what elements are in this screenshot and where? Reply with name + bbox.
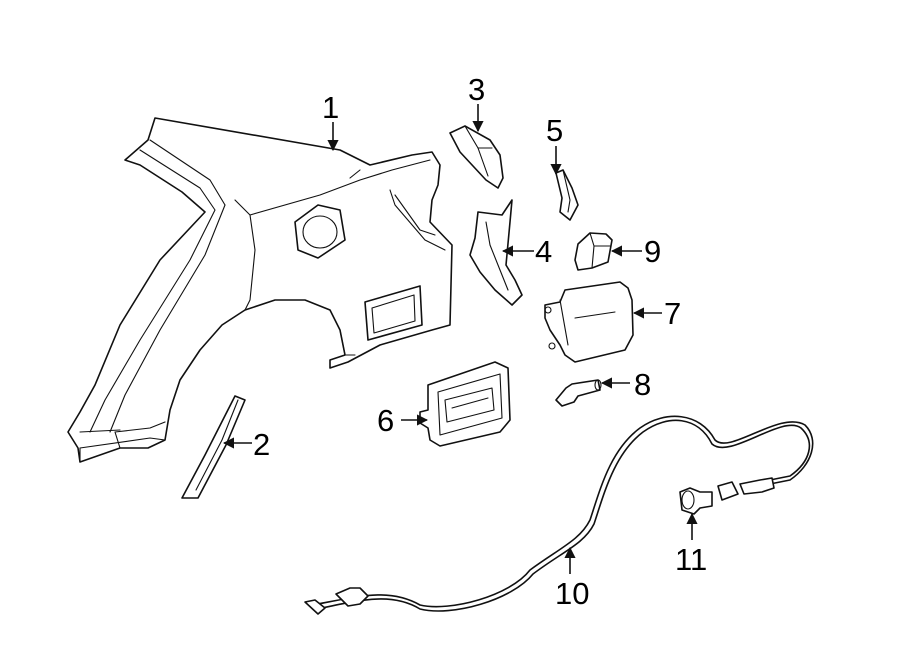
callout-8: 8	[634, 367, 651, 402]
callout-7: 7	[664, 296, 681, 331]
leader-lines	[222, 104, 698, 574]
callout-labels: 1 2 3 4 5 6 7 8 9 10 11	[253, 72, 707, 611]
callout-3: 3	[468, 72, 485, 107]
fuel-door-part	[544, 281, 634, 363]
upper-bracket-part	[449, 125, 504, 189]
moulding-strip-part	[181, 395, 246, 499]
callout-10: 10	[555, 576, 589, 611]
callout-5: 5	[546, 113, 563, 148]
fuel-housing-part	[419, 361, 511, 447]
callout-4: 4	[535, 234, 552, 269]
callout-6: 6	[377, 403, 394, 438]
callout-9: 9	[644, 234, 661, 269]
lock-part	[574, 232, 613, 271]
hinge-pin-part	[555, 379, 602, 407]
inner-bracket-part	[469, 199, 523, 306]
clamp-part	[679, 487, 713, 515]
callout-11: 11	[675, 542, 707, 577]
release-cable-part	[304, 415, 814, 615]
callout-2: 2	[253, 427, 270, 462]
clip-part	[555, 169, 579, 221]
quarter-panel-part	[67, 117, 453, 463]
callout-1: 1	[322, 90, 339, 125]
